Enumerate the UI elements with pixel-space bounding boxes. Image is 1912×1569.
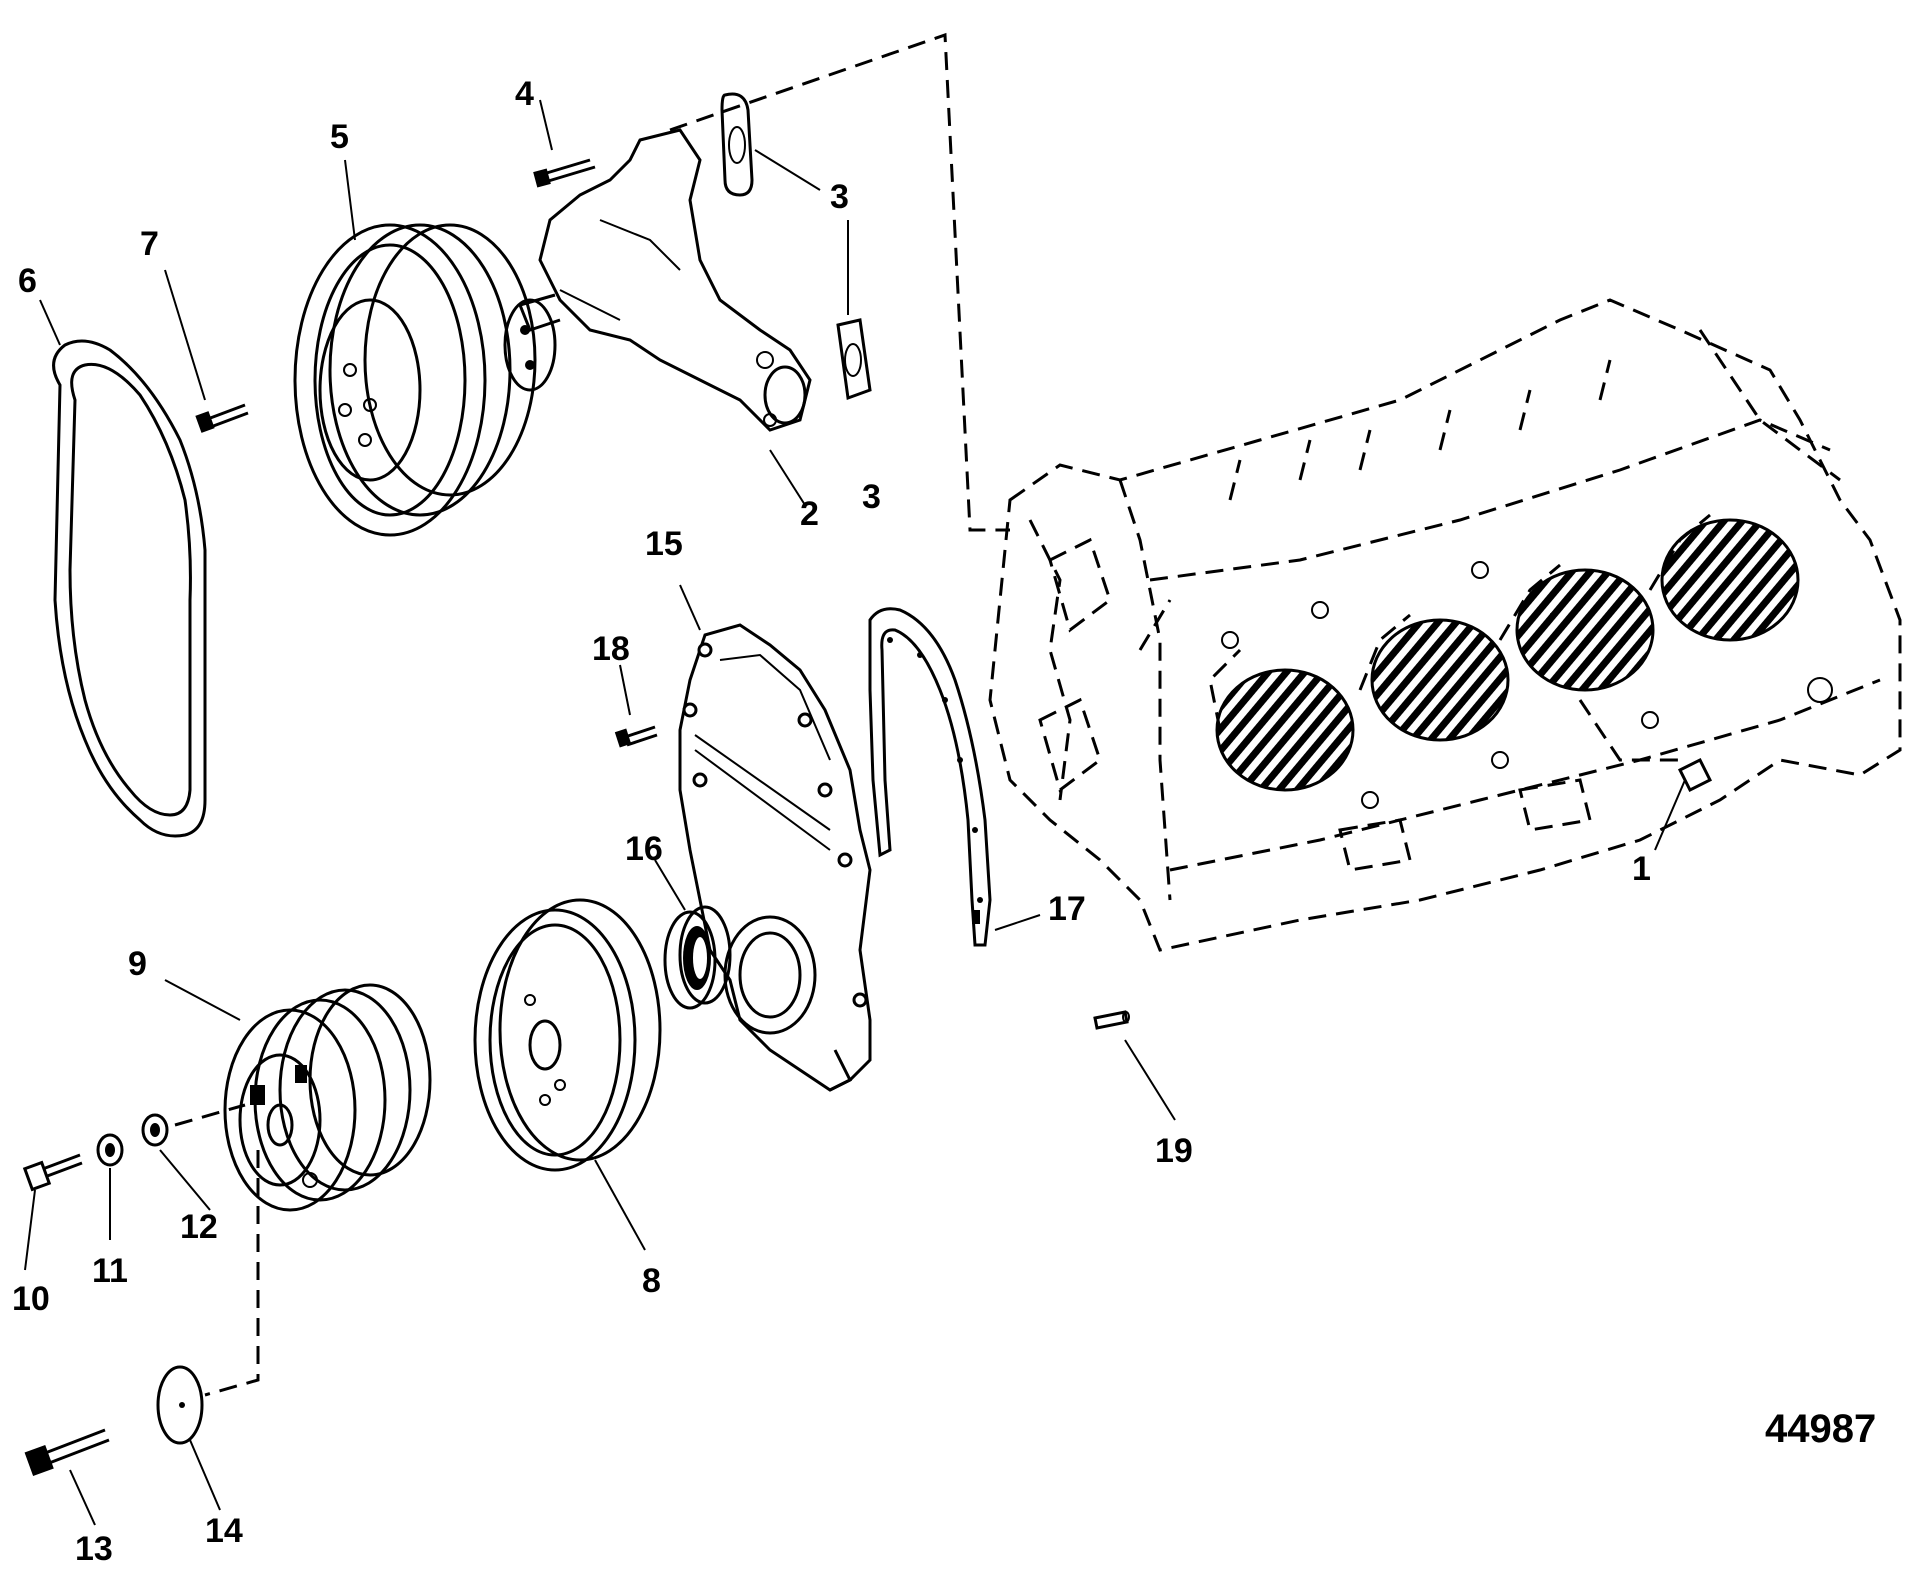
- callout-3-upper: 3: [830, 178, 849, 216]
- callout-6: 6: [18, 262, 37, 300]
- alignment-line-water-pump: [669, 32, 1010, 532]
- part-2-water-pump: [503, 128, 812, 506]
- callout-16: 16: [625, 830, 663, 868]
- callout-12: 12: [180, 1208, 218, 1246]
- figure-number: 44987: [1765, 1407, 1876, 1451]
- part-18-bolt: [614, 664, 658, 748]
- callout-5: 5: [330, 118, 349, 156]
- cylinder-bore-2: [1370, 618, 1510, 742]
- callout-10: 10: [12, 1280, 50, 1318]
- callout-13: 13: [75, 1530, 113, 1568]
- callout-9: 9: [128, 945, 147, 983]
- part-15-timing-cover: [678, 584, 872, 1092]
- part-4-bolt: [533, 99, 596, 188]
- callout-11: 11: [92, 1252, 128, 1290]
- part-8-harmonic-balancer: [473, 898, 662, 1251]
- part-3-gasket-lower: [836, 220, 872, 401]
- cylinder-bore-3: [1515, 568, 1655, 692]
- cylinder-bore-4: [1660, 518, 1800, 642]
- callout-15: 15: [645, 525, 683, 563]
- part-9-crankshaft-pulley: [164, 979, 432, 1212]
- callout-14: 14: [205, 1512, 243, 1550]
- callout-8: 8: [642, 1262, 661, 1300]
- callout-7: 7: [140, 225, 159, 263]
- part-13-bolt: [24, 1428, 110, 1526]
- part-12-washer: [141, 1103, 246, 1211]
- callout-1: 1: [1632, 850, 1651, 888]
- part-17-timing-cover-gasket: [868, 607, 1041, 947]
- cylinder-bore-1: [1215, 668, 1355, 792]
- part-10-bolt: [22, 1153, 83, 1271]
- part-6-drive-belt: [39, 299, 207, 838]
- callout-17: 17: [1048, 890, 1086, 928]
- callout-19: 19: [1155, 1132, 1193, 1170]
- part-1-plug: [1654, 757, 1713, 851]
- callout-3-lower: 3: [862, 478, 881, 516]
- part-3-gasket-upper: [720, 92, 821, 197]
- alignment-line-crank: [204, 1150, 260, 1397]
- part-16-oil-seal: [654, 859, 732, 1010]
- part-7-bolt: [164, 269, 249, 433]
- part-11-lock-washer: [96, 1133, 124, 1240]
- callout-4: 4: [515, 75, 534, 113]
- engine-block: [988, 298, 1902, 952]
- callout-2: 2: [800, 495, 819, 533]
- part-5-water-pump-pulley: [293, 159, 537, 537]
- part-14-retainer-plate: [156, 1365, 221, 1511]
- callout-18: 18: [592, 630, 630, 668]
- part-19-dowel-pin: [1093, 1010, 1176, 1121]
